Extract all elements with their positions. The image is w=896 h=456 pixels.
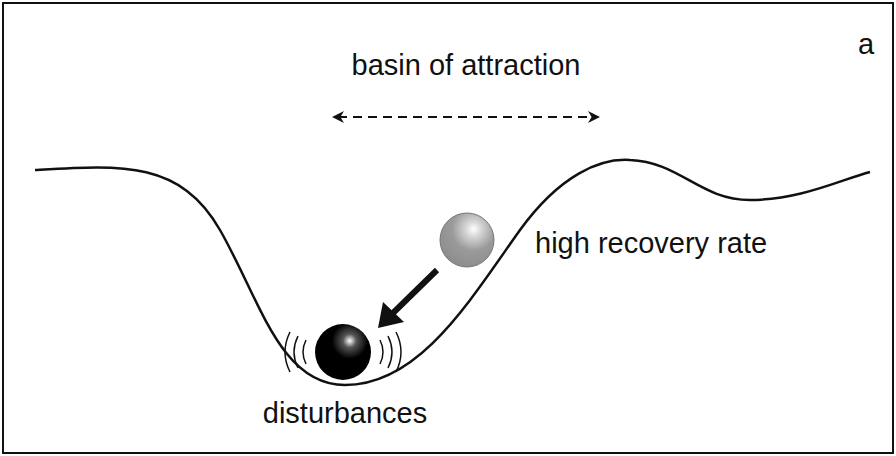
displaced-ball	[440, 213, 494, 267]
vibration-marks	[285, 332, 401, 372]
heading-label: basin of attraction	[352, 50, 581, 82]
annotation-label: disturbances	[263, 398, 427, 430]
annotation-label: high recovery rate	[535, 228, 767, 260]
landscape-curve	[35, 160, 870, 385]
frame	[3, 3, 893, 453]
equilibrium-ball	[315, 324, 371, 380]
recovery-arrowhead	[378, 302, 404, 328]
panel-letter: a	[858, 29, 874, 61]
basin-width-arrow	[338, 116, 594, 118]
recovery-arrow	[392, 270, 437, 314]
